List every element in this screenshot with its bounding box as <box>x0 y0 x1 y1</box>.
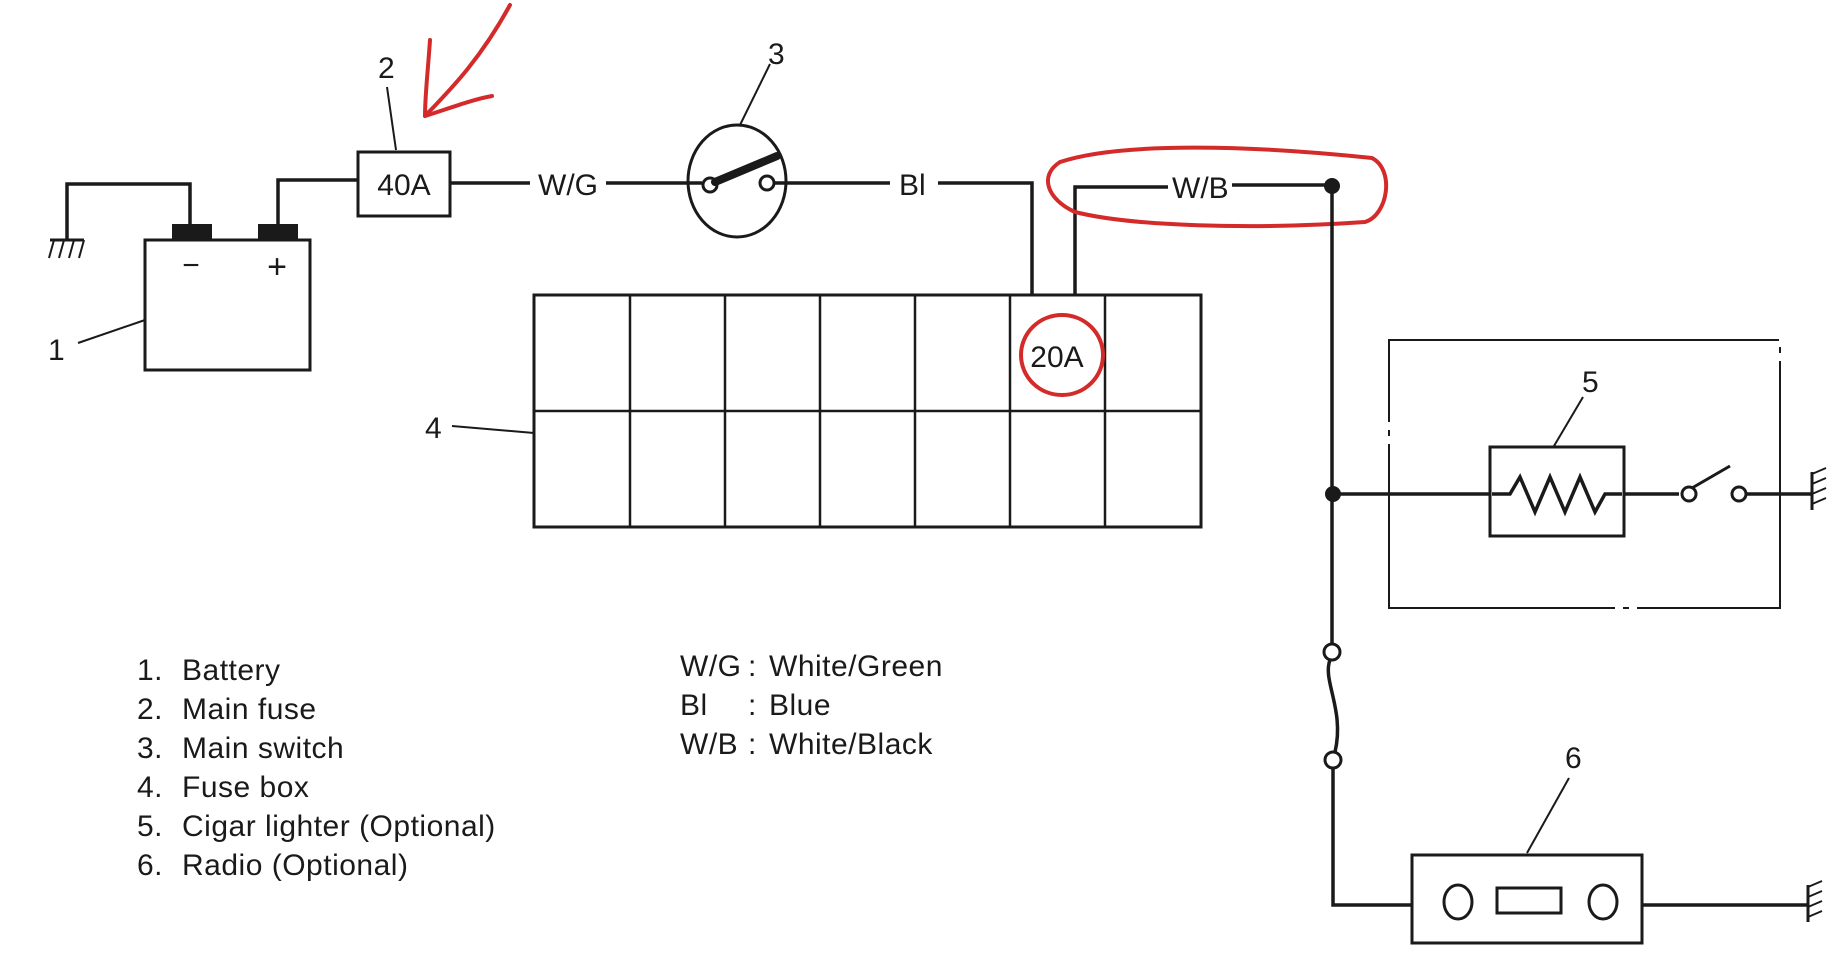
color-separator: : <box>748 689 757 722</box>
legend-label: Main switch <box>182 732 344 765</box>
fuse-box: 20A <box>532 293 1203 529</box>
wire-label-wb: W/B <box>1172 172 1229 205</box>
battery-positive-terminal <box>258 224 298 241</box>
legend-label: Radio (Optional) <box>182 849 408 882</box>
battery-negative-terminal <box>172 224 212 241</box>
wire-label-wg: W/G <box>538 169 598 202</box>
legend-label: Battery <box>182 654 281 687</box>
battery-negative-sign: − <box>182 249 200 282</box>
annotation-highlight-wb <box>1046 145 1389 229</box>
cigar-lighter <box>1488 445 1626 538</box>
legend-number: 6. <box>137 849 163 882</box>
legend-label: Fuse box <box>182 771 309 804</box>
radio-inline-fuse <box>1322 642 1343 770</box>
main-switch <box>686 123 788 239</box>
annotation-circle-20a <box>1019 313 1105 397</box>
main-fuse-rating: 40A <box>377 169 430 202</box>
callout-6: 6 <box>1565 742 1582 775</box>
color-code: Bl <box>680 689 708 722</box>
legend-number: 1. <box>137 654 163 687</box>
color-separator: : <box>748 650 757 683</box>
color-name: Blue <box>769 689 831 722</box>
component-legend: 1. Battery 2. Main fuse 3. Main switch 4. Fuse … <box>137 654 496 882</box>
cigar-lighter-optional-box <box>1388 339 1781 609</box>
radio <box>1410 853 1644 945</box>
callout-5: 5 <box>1582 366 1599 399</box>
ground-symbol-radio <box>1806 880 1823 922</box>
annotation-arrow <box>423 3 512 118</box>
lighter-switch <box>1680 464 1748 503</box>
ground-symbol-battery <box>48 238 85 259</box>
color-code: W/G <box>680 650 742 683</box>
callout-1: 1 <box>48 334 65 367</box>
color-name: White/Black <box>769 728 933 761</box>
callout-4: 4 <box>425 412 442 445</box>
battery: − + <box>143 224 312 372</box>
legend-number: 5. <box>137 810 163 843</box>
legend-label: Main fuse <box>182 693 317 726</box>
callout-2: 2 <box>378 52 395 85</box>
legend-label: Cigar lighter (Optional) <box>182 810 496 843</box>
battery-positive-sign: + <box>267 248 287 286</box>
ground-symbol-lighter <box>1810 467 1827 510</box>
main-fuse: 40A <box>356 150 452 218</box>
color-name: White/Green <box>769 650 943 683</box>
legend-number: 2. <box>137 693 163 726</box>
legend-number: 3. <box>137 732 163 765</box>
color-separator: : <box>748 728 757 761</box>
color-code: W/B <box>680 728 738 761</box>
legend-number: 4. <box>137 771 163 804</box>
wire-label-bl: Bl <box>899 169 926 202</box>
callout-3: 3 <box>768 38 785 71</box>
fuse-box-rating: 20A <box>1030 341 1083 374</box>
